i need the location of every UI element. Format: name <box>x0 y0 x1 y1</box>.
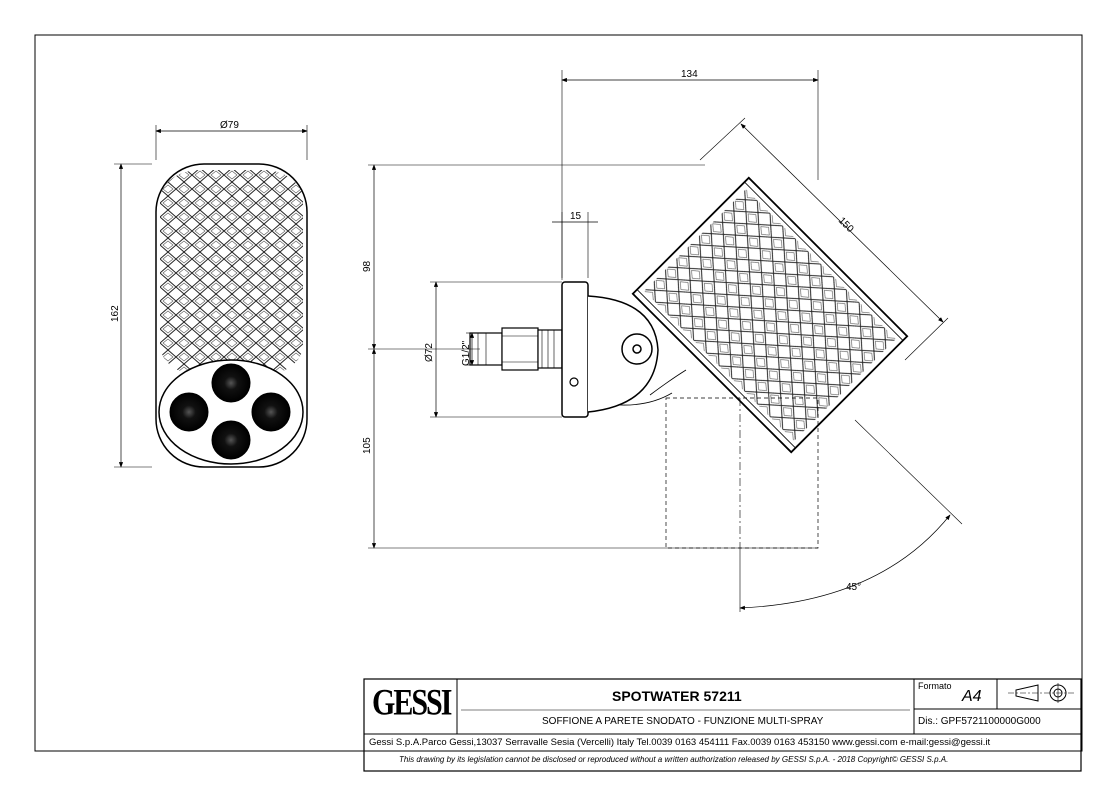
format-value: A4 <box>962 688 982 705</box>
product-description: SOFFIONE A PARETE SNODATO - FUNZIONE MUL… <box>542 716 824 727</box>
nozzle <box>211 363 251 403</box>
dim-rotation-angle: 45° <box>846 582 861 593</box>
dim-thread: G1/2" <box>461 340 472 366</box>
shower-head <box>631 176 909 454</box>
front-view: Ø79 162 <box>110 120 308 468</box>
dim-length-head: 150 <box>836 215 856 235</box>
product-title: SPOTWATER 57211 <box>612 688 742 704</box>
knurl-pattern <box>160 170 303 375</box>
dim-height-body: 162 <box>110 305 121 322</box>
gessi-logo: GESSI <box>372 681 452 723</box>
hex-nut <box>501 327 539 371</box>
spray-face <box>158 359 304 465</box>
company-info: Gessi S.p.A.Parco Gessi,13037 Serravalle… <box>369 737 991 748</box>
angle-arc <box>739 514 951 610</box>
wall-flange <box>561 281 589 418</box>
dim-upper-height: 98 <box>362 260 373 272</box>
format-label: Formato <box>918 681 952 691</box>
nozzle <box>211 420 251 460</box>
dim-lower-height: 105 <box>362 437 373 454</box>
nozzle <box>169 392 209 432</box>
dim-flange-thickness: 15 <box>570 211 582 222</box>
dim-flange-diameter: Ø72 <box>424 343 435 362</box>
drawing-number: Dis.: GPF5721100000G000 <box>918 716 1041 727</box>
dim-diameter-body: Ø79 <box>220 120 239 131</box>
side-view: 134 150 15 98 105 Ø72 G1/2" 45° <box>362 69 963 612</box>
first-angle-projection-icon <box>1008 683 1074 703</box>
dimension-line <box>740 123 944 323</box>
dim-width-total: 134 <box>681 69 698 80</box>
title-block-frame <box>363 678 1082 772</box>
legal-notice: This drawing by its legislation cannot b… <box>399 755 949 764</box>
nozzle <box>251 392 291 432</box>
